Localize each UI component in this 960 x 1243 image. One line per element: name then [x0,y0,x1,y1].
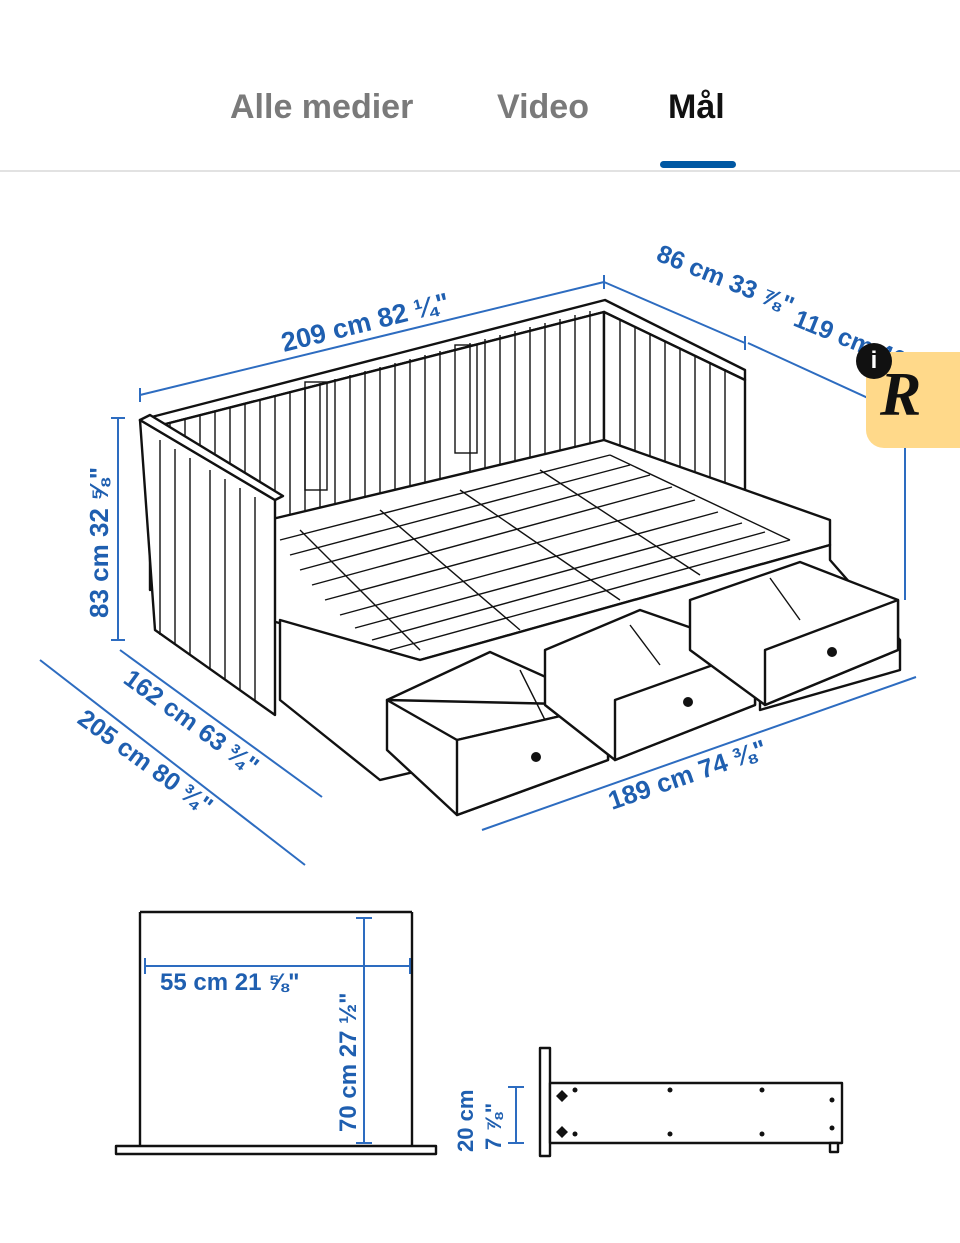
left-arm-slats [159,440,256,700]
info-icon[interactable]: i [856,343,892,379]
dim-drawer-width: 55 cm 21 ⅝" [160,969,299,996]
dimension-drawing: 209 cm 82 ¼" 86 cm 33 ⅞" 119 cm 46 ⅞" 83… [39,240,947,1158]
active-tab-indicator [660,161,736,168]
dim-drawer-height-cm: 20 cm [453,1090,478,1152]
tab-all-media[interactable]: Alle medier [230,88,414,126]
dim-drawer-height-in: 7 ⅞" [481,1103,506,1150]
media-tab-bar: Alle medier Video Mål [0,0,960,172]
dim-height: 83 cm 32 ⅝" [84,467,114,618]
dim-drawer-depth: 70 cm 27 ½" [335,993,362,1132]
tab-dimensions[interactable]: Mål [668,88,725,126]
tab-video[interactable]: Video [497,88,589,126]
dim-depth-arm: 86 cm 33 ⅞" [653,240,798,320]
drawer-top-view [114,910,438,1156]
right-arm-slats [619,320,726,497]
bed-slats [279,454,791,651]
drawer-side-view [538,1046,844,1158]
drawer-right [688,560,900,707]
